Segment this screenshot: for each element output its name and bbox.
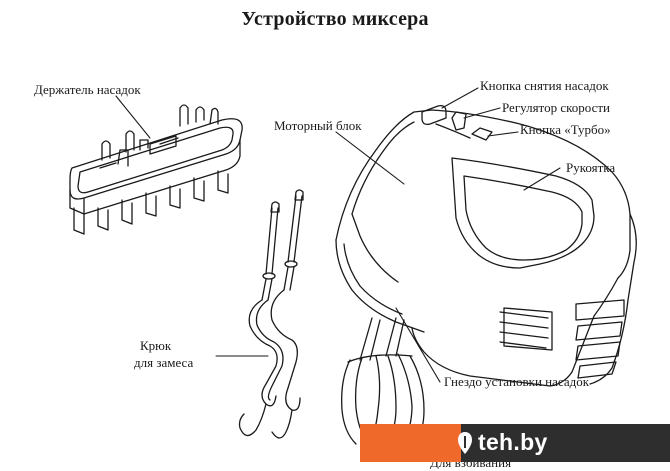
label-dough-hook-line2: для замеса [134, 355, 194, 370]
leader-holder [115, 95, 151, 139]
mixer-body-drawing [335, 104, 637, 387]
label-eject-button: Кнопка снятия насадок [480, 78, 609, 93]
teh-by-watermark: teh.by [360, 424, 670, 462]
label-handle: Рукоятка [566, 160, 616, 175]
watermark-text: teh.by [478, 429, 548, 455]
watermark-orange-band [360, 424, 461, 462]
teh-by-logo-icon [458, 432, 472, 454]
leader-eject [441, 87, 479, 109]
leader-motor [335, 131, 405, 185]
watermark-dark-band [461, 424, 670, 462]
label-motor-block: Моторный блок [274, 118, 362, 133]
leader-socket [395, 307, 441, 383]
attachment-holder-drawing [69, 104, 243, 235]
leader-handle [523, 167, 561, 191]
label-turbo-button: Кнопка «Турбо» [520, 122, 611, 137]
label-dough-hook-line1: Крюк [140, 338, 172, 353]
label-attachment-socket: Гнездо установки насадок [444, 374, 590, 389]
page-title: Устройство миксера [241, 8, 429, 30]
leader-turbo [487, 131, 519, 137]
leader-speed [463, 107, 501, 119]
dough-hooks-drawing [238, 189, 304, 439]
label-attachment-holder: Держатель насадок [34, 82, 141, 97]
label-speed-regulator: Регулятор скорости [502, 100, 610, 115]
leader-lines [115, 87, 561, 383]
